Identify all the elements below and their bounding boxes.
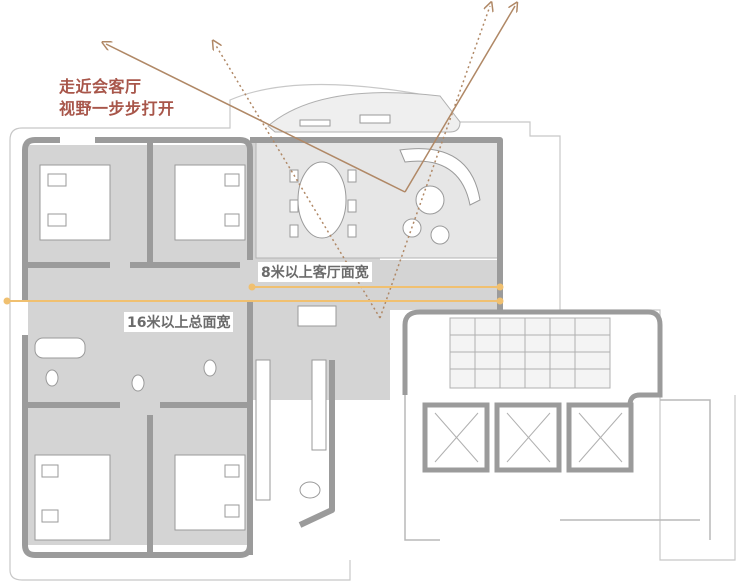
dimension-dots — [3, 283, 504, 305]
kitchen-counter — [255, 359, 271, 501]
headline-line-2: 视野一步步打开 — [59, 99, 175, 118]
elevator-cross — [434, 412, 623, 463]
view-arrow-left — [106, 44, 406, 193]
dimension-lines — [7, 286, 500, 302]
stairs — [449, 317, 611, 389]
island — [297, 305, 337, 327]
headline-line-1: 走近会客厅 — [59, 77, 142, 96]
dining-table — [297, 161, 347, 239]
view-arrow-dotted-left — [215, 44, 381, 319]
balcony — [267, 92, 461, 133]
living-width-label: 8米以上客厅面宽 — [258, 262, 372, 282]
furniture — [34, 114, 481, 541]
living-room — [255, 137, 499, 259]
view-arrow-right — [404, 6, 515, 193]
walls — [22, 137, 503, 558]
core — [402, 309, 663, 406]
bathtub — [34, 337, 86, 359]
total-width-label: 16米以上总面宽 — [124, 312, 234, 332]
sofa — [399, 148, 481, 206]
corridor-lines — [404, 395, 711, 541]
headline: 走近会客厅 视野一步步打开 — [59, 76, 175, 120]
bed-top-left — [39, 164, 111, 241]
view-arrows — [106, 6, 515, 319]
view-arrow-dotted-right — [379, 6, 490, 319]
